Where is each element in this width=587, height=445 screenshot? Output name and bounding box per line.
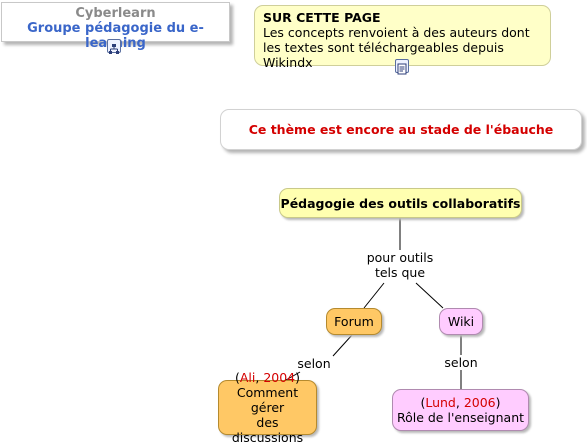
info-box: SUR CETTE PAGE Les concepts renvoient à … bbox=[254, 5, 551, 70]
concept-node-forum[interactable]: Forum bbox=[326, 308, 382, 335]
link-label-line-1: pour outils bbox=[366, 250, 434, 265]
link-label-selon-forum: selon bbox=[296, 356, 332, 371]
concept-node-ali-2004[interactable]: (Ali, 2004) Comment gérer des discussion… bbox=[218, 370, 317, 445]
notes-icon[interactable] bbox=[395, 59, 409, 75]
citation-close: ) bbox=[295, 370, 301, 385]
concept-forum-label: Forum bbox=[334, 314, 374, 329]
concept-wiki-label: Wiki bbox=[447, 314, 475, 329]
link-label-line-2: tels que bbox=[374, 265, 426, 280]
citation-open: ( bbox=[234, 370, 240, 385]
concept-node-main[interactable]: Pédagogie des outils collaboratifs bbox=[279, 188, 522, 218]
concept-main-label: Pédagogie des outils collaboratifs bbox=[280, 195, 521, 211]
connector-label-wiki bbox=[415, 282, 444, 309]
concept-ali-line-2: Comment gérer bbox=[236, 385, 299, 415]
citation-year-link[interactable]: 2006 bbox=[463, 395, 496, 410]
citation-open: ( bbox=[420, 395, 426, 410]
citation-year-link[interactable]: 2004 bbox=[263, 370, 296, 385]
citation-lund: (Lund, 2006) bbox=[420, 395, 500, 410]
link-label-selon-wiki: selon bbox=[443, 355, 479, 370]
citation-close: ) bbox=[495, 395, 501, 410]
notice-text: Ce thème est encore au stade de l'ébauch… bbox=[248, 122, 554, 137]
header-title: Cyberlearn bbox=[75, 6, 156, 21]
citation-ali: (Ali, 2004) bbox=[235, 370, 300, 385]
concept-node-lund-2006[interactable]: (Lund, 2006) Rôle de l'enseignant bbox=[392, 389, 529, 431]
concept-node-wiki[interactable]: Wiki bbox=[439, 308, 483, 335]
connector-label-forum bbox=[363, 282, 385, 309]
citation-sep: , bbox=[255, 370, 264, 385]
citation-author-link[interactable]: Ali bbox=[239, 370, 256, 385]
concept-map-icon[interactable] bbox=[107, 39, 121, 54]
info-line-1: Les concepts renvoient à des auteurs don… bbox=[263, 25, 530, 40]
citation-author-link[interactable]: Lund bbox=[425, 395, 456, 410]
info-title: SUR CETTE PAGE bbox=[263, 10, 381, 25]
header-box: Cyberlearn Groupe pédagogie du e-learnin… bbox=[1, 2, 230, 51]
concept-ali-line-3: des discussions bbox=[231, 415, 304, 445]
concept-lund-line-2: Rôle de l'enseignant bbox=[396, 410, 525, 425]
link-label-pour-outils: pour outils tels que bbox=[364, 250, 436, 280]
info-line-2: les textes sont téléchargeables depuis W… bbox=[263, 40, 504, 70]
connector-selon-ali bbox=[285, 371, 301, 381]
citation-sep: , bbox=[455, 395, 464, 410]
notice-box: Ce thème est encore au stade de l'ébauch… bbox=[220, 109, 582, 150]
connector-forum-selon bbox=[332, 334, 353, 357]
